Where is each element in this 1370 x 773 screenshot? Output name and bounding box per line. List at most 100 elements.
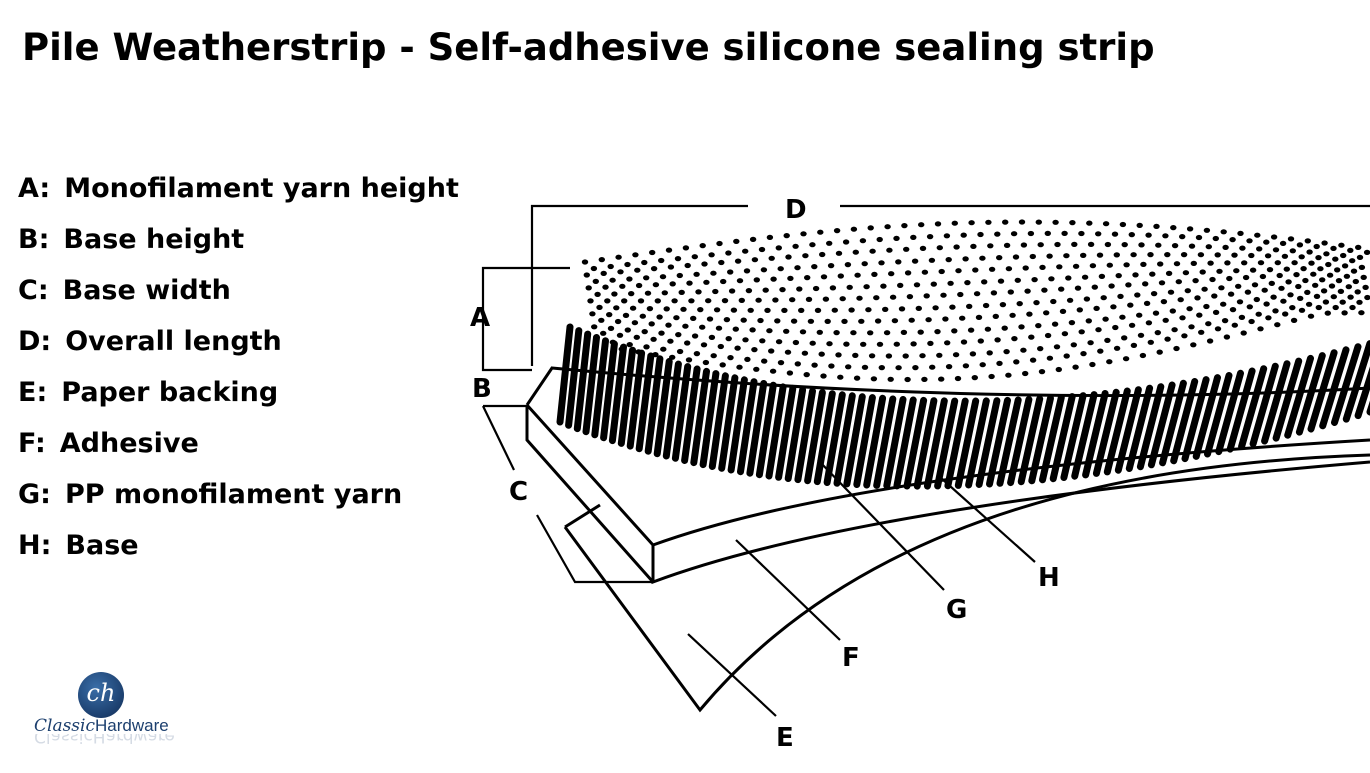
yarn-tip xyxy=(976,315,982,320)
dimension-a-bracket xyxy=(483,268,570,370)
yarn-tip xyxy=(918,222,924,227)
yarn-tip xyxy=(617,269,623,274)
yarn-tip xyxy=(1254,233,1260,238)
yarn-tip xyxy=(1006,266,1012,271)
yarn-tip xyxy=(649,321,655,326)
yarn-tip xyxy=(1056,264,1062,269)
yarn-tip xyxy=(1015,278,1021,283)
yarn-tip xyxy=(1220,302,1226,307)
yarn-tip xyxy=(830,285,836,290)
yarn-tip xyxy=(1009,313,1015,318)
yarn-tip xyxy=(784,233,790,238)
yarn-tip xyxy=(884,330,890,335)
yarn-tip xyxy=(994,337,1000,342)
yarn-tip xyxy=(1153,224,1159,229)
yarn-tip xyxy=(1205,321,1211,326)
yarn-tip xyxy=(964,280,970,285)
yarn-tip xyxy=(1213,310,1219,315)
yarn-tip xyxy=(746,288,752,293)
yarn-tip xyxy=(770,277,776,282)
yarn-tip xyxy=(1342,263,1348,268)
yarn-tip xyxy=(628,291,634,296)
yarn-tip xyxy=(670,281,676,286)
yarn-tip xyxy=(768,348,774,353)
yarn-tip xyxy=(1163,318,1169,323)
yarn-tip xyxy=(905,270,911,275)
yarn-tip xyxy=(826,241,832,246)
logo-text-part1: Classic xyxy=(34,716,95,736)
yarn-tip xyxy=(1030,358,1036,363)
yarn-tip xyxy=(927,341,933,346)
yarn-tip xyxy=(1179,234,1185,239)
yarn-tip xyxy=(1216,269,1222,274)
yarn-tip xyxy=(1230,307,1236,312)
yarn-tip xyxy=(600,331,606,336)
yarn-tip xyxy=(1359,265,1365,270)
yarn-tip xyxy=(1308,314,1314,319)
yarn-tip xyxy=(599,257,605,262)
yarn-tip xyxy=(636,283,642,288)
yarn-tip xyxy=(1146,320,1152,325)
yarn-tip xyxy=(871,376,877,381)
yarn-tip xyxy=(938,377,944,382)
yarn-tip xyxy=(643,344,649,349)
yarn-tip xyxy=(1120,222,1126,227)
yarn-tip xyxy=(1145,233,1151,238)
yarn-tip xyxy=(979,256,985,261)
yarn-tip xyxy=(1319,277,1325,282)
yarn-tip xyxy=(850,330,856,335)
yarn-tip xyxy=(1198,252,1204,257)
yarn-tip xyxy=(772,297,778,302)
yarn-tip xyxy=(710,271,716,276)
yarn-tip xyxy=(787,276,793,281)
yarn-tip xyxy=(796,286,802,291)
yarn-tip xyxy=(907,294,913,299)
yarn-tip xyxy=(677,349,683,354)
yarn-tip xyxy=(1026,312,1032,317)
yarn-tip xyxy=(1157,261,1163,266)
yarn-tip xyxy=(610,340,616,345)
yarn-tip xyxy=(1224,260,1230,265)
yarn-tip xyxy=(587,298,593,303)
yarn-tip xyxy=(852,353,858,358)
yarn-tip xyxy=(1148,340,1154,345)
yarn-tip xyxy=(798,308,804,313)
yarn-tip xyxy=(1050,299,1056,304)
yarn-tip xyxy=(596,305,602,310)
yarn-tip xyxy=(1272,308,1278,313)
yarn-tip xyxy=(993,314,999,319)
yarn-tip xyxy=(1110,304,1116,309)
yarn-tip xyxy=(1078,231,1084,236)
yarn-tip xyxy=(1233,268,1239,273)
yarn-tip xyxy=(1106,359,1112,364)
yarn-tip xyxy=(991,290,997,295)
yarn-tip xyxy=(1018,324,1024,329)
yarn-tip xyxy=(1104,338,1110,343)
yarn-tip xyxy=(1213,236,1219,241)
callout-d: D xyxy=(785,195,807,225)
yarn-tip xyxy=(1215,326,1221,331)
yarn-tip xyxy=(1117,294,1123,299)
yarn-tip xyxy=(1355,245,1361,250)
yarn-tip xyxy=(733,239,739,244)
yarn-tip xyxy=(779,287,785,292)
yarn-tip xyxy=(978,338,984,343)
yarn-tip xyxy=(584,272,590,277)
yarn-tip xyxy=(1331,294,1337,299)
yarn-tip xyxy=(751,347,757,352)
yarn-tip xyxy=(1291,318,1297,323)
yarn-tip xyxy=(1299,254,1305,259)
yarn-tip xyxy=(705,298,711,303)
yarn-tip xyxy=(804,275,810,280)
yarn-tip xyxy=(656,314,662,319)
yarn-tip xyxy=(922,270,928,275)
yarn-tip xyxy=(766,328,772,333)
yarn-tip xyxy=(665,323,671,328)
yarn-tip xyxy=(664,306,670,311)
yarn-tip xyxy=(727,355,733,360)
yarn-tip xyxy=(1192,278,1198,283)
yarn-tip xyxy=(1336,278,1342,283)
yarn-tip xyxy=(1306,302,1312,307)
yarn-tip xyxy=(989,267,995,272)
yarn-tip xyxy=(649,250,655,255)
